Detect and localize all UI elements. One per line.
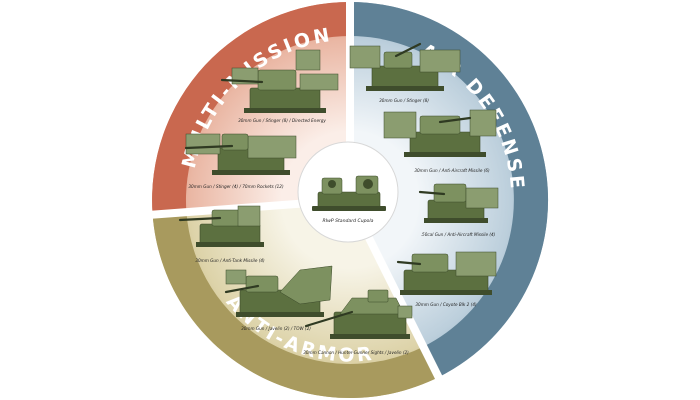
center-label: RIwP Standard Cupola: [323, 218, 374, 224]
anti-armor-ring: [152, 211, 439, 398]
anti-armor-system-1-image: [178, 205, 264, 247]
multi-mission-system-2-image: [184, 133, 297, 175]
multi-mission-ring: [152, 2, 350, 215]
air-defense-system-2-caption: 30mm Gun / Anti-Aircraft Missile (6): [414, 168, 490, 173]
air-defense-system-2-image: [383, 109, 497, 157]
air-defense-system-3-caption: .50cal Gun / Anti-Aircraft Missile (4): [421, 232, 496, 237]
anti-armor-system-2-image: [224, 265, 333, 317]
air-defense-system-1-caption: 30mm Gun / Stinger (8): [379, 98, 429, 103]
anti-armor-system-3-caption: 30mm Cannon / Hunter-Gunner Sights / Jav…: [303, 350, 409, 355]
standard-cupola-image: [312, 175, 386, 211]
anti-armor-system-3-image: [304, 289, 413, 339]
air-defense-ring: [350, 1, 549, 378]
multi-mission-system-1-caption: 30mm Gun / Stinger (8) / Directed Energy: [238, 118, 326, 123]
multi-mission-system-2-caption: 30mm Gun / Stinger (4) / 70mm Rockets (1…: [188, 184, 284, 189]
air-defense-system-4-caption: 30mm Gun / Coyote Blk 2 (4): [415, 302, 477, 307]
anti-armor-system-2-caption: 30mm Gun / Javelin (2) / TOW (2): [241, 326, 311, 331]
air-defense-system-4-image: [396, 251, 497, 295]
air-defense-system-3-image: [418, 183, 499, 223]
air-defense-system-1-image: [349, 42, 461, 91]
multi-mission-system-1-image: [220, 49, 339, 113]
anti-armor-system-1-caption: 30mm Gun / Anti-Tank Missile (4): [195, 258, 265, 263]
